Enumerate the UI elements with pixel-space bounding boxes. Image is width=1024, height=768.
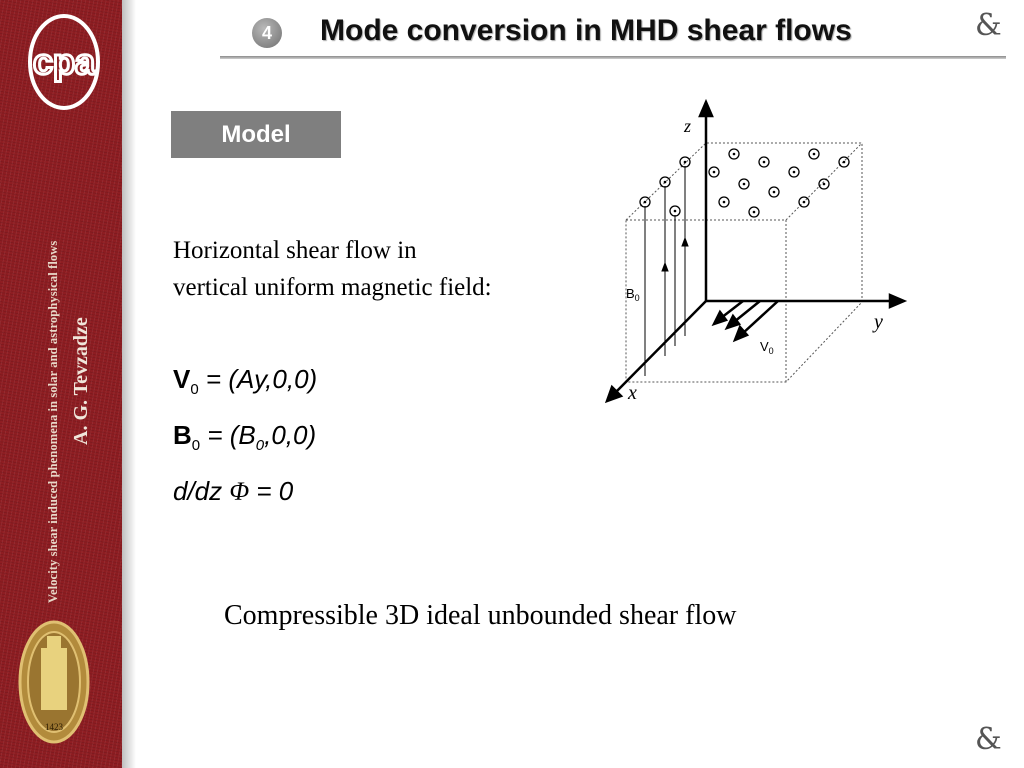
slide-title: Mode conversion in MHD shear flows (320, 14, 852, 47)
field-dots (639, 148, 850, 218)
magnetic-equation: B0 = (B0,0,0) (173, 420, 317, 455)
university-seal: 1423 (18, 620, 90, 744)
field-dot-centers (643, 152, 846, 214)
y-axis-label: y (872, 311, 883, 333)
sidebar-subject: Velocity shear induced phenomena in sola… (46, 240, 60, 603)
caption: Compressible 3D ideal unbounded shear fl… (224, 600, 737, 631)
velocity-equation: V0 = (Ay,0,0) (173, 364, 318, 399)
svg-text:1423: 1423 (45, 722, 64, 732)
derivative-equation: d/dz Φ = 0 (173, 476, 294, 506)
ornament-icon: & (975, 8, 1002, 43)
model-tag: Model (171, 111, 341, 158)
x-axis-label: x (627, 382, 637, 404)
sidebar-shadow (122, 0, 136, 768)
description-text: Horizontal shear flow in vertical unifor… (173, 237, 492, 301)
cpa-logo: cpa (28, 14, 100, 110)
b0-label: B0 (626, 286, 640, 303)
sidebar (0, 0, 122, 768)
shear-flow-diagram: z y x B0 V0 (604, 98, 908, 404)
x-axis (613, 300, 707, 395)
slide-number-badge: 4 (252, 18, 282, 48)
v0-arrows (711, 300, 779, 343)
v0-label: V0 (760, 339, 774, 356)
ornament-icon: & (975, 722, 1002, 757)
title-rule (220, 56, 1006, 59)
svg-text:cpa: cpa (33, 41, 96, 82)
sidebar-author: A. G. Tevzadze (70, 317, 92, 445)
z-axis-label: z (683, 116, 691, 136)
